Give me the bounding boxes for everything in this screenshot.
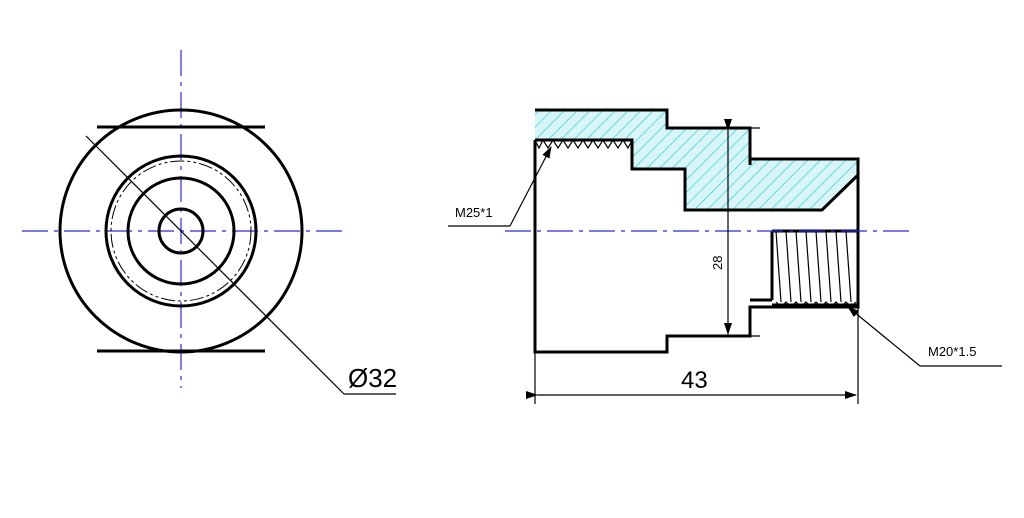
diameter-dimension-label: Ø32 (348, 363, 397, 393)
thread-teeth-large (534, 138, 633, 150)
thread-large-leader-line (509, 146, 552, 227)
thread-phantom-circle (110, 160, 252, 302)
section-hatch-area (535, 110, 858, 210)
section-view: 28 43 M25*1 M20*1.5 (448, 108, 1002, 404)
height-dimension-label: 28 (710, 256, 725, 270)
end-view: Ø32 (22, 50, 397, 395)
ring-middle (126, 176, 236, 286)
thread-large-callout: M25*1 (455, 205, 493, 220)
bore-circle (157, 207, 205, 255)
diameter-leader-line (85, 135, 345, 395)
ring-outer (104, 154, 258, 308)
thread-small-callout: M20*1.5 (928, 344, 976, 359)
thread-small-leader-line (847, 306, 921, 367)
length-dimension-label: 43 (681, 367, 708, 394)
thread-lines-small (775, 230, 857, 308)
